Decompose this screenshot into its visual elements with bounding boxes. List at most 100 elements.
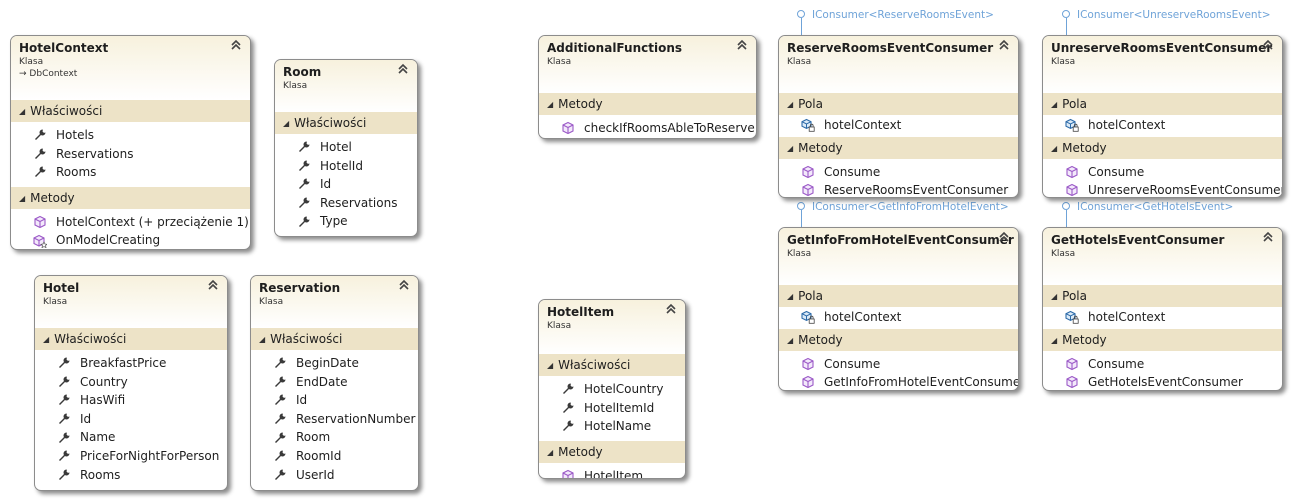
collapse-triangle-icon[interactable]: ◢ [547, 361, 554, 370]
member-item[interactable]: Consume [1043, 163, 1282, 182]
member-item[interactable]: hotelContext [1043, 116, 1282, 135]
collapse-triangle-icon[interactable]: ◢ [547, 447, 554, 457]
class-reserveroomseventconsumer[interactable]: ReserveRoomsEventConsumer Klasa ◢Pola ho… [778, 35, 1019, 198]
member-item[interactable]: HotelItemId [539, 399, 685, 418]
member-item[interactable]: ReservationNumber [251, 410, 418, 429]
member-item[interactable]: Reservations [275, 194, 417, 213]
chevron-up-double-icon[interactable] [998, 39, 1010, 51]
collapse-triangle-icon[interactable]: ◢ [43, 335, 50, 344]
section-properties[interactable]: ◢Właściwości [539, 354, 685, 376]
member-item[interactable]: HasWifi [35, 391, 227, 410]
class-additionalfunctions[interactable]: AdditionalFunctions Klasa ◢Metody checkI… [538, 35, 757, 139]
chevron-up-double-icon[interactable] [230, 39, 242, 51]
member-item[interactable]: Rooms [35, 466, 227, 485]
member-item[interactable]: OnModelCreating [11, 231, 250, 249]
section-fields[interactable]: ◢Pola [779, 93, 1018, 115]
member-item[interactable]: RoomId [251, 447, 418, 466]
collapse-triangle-icon[interactable]: ◢ [19, 193, 26, 203]
chevron-up-double-icon[interactable] [1262, 231, 1274, 243]
section-fields[interactable]: ◢Pola [1043, 285, 1282, 307]
member-item[interactable]: checkIfRoomsAbleToReserve [539, 119, 756, 138]
chevron-up-double-icon[interactable] [207, 279, 219, 291]
member-item[interactable]: BreakfastPrice [35, 354, 227, 373]
section-methods[interactable]: ◢Metody [779, 328, 1018, 351]
section-properties[interactable]: ◢Właściwości [275, 112, 417, 134]
section-methods[interactable]: ◢Metody [539, 93, 756, 115]
member-item[interactable]: Hotels [11, 126, 250, 145]
collapse-triangle-icon[interactable]: ◢ [787, 335, 794, 345]
chevron-up-double-icon[interactable] [398, 279, 410, 291]
member-item[interactable]: Id [275, 175, 417, 194]
section-methods[interactable]: ◢Metody [539, 440, 685, 463]
section-methods[interactable]: ◢Metody [11, 186, 250, 209]
member-item[interactable]: Country [35, 373, 227, 392]
collapse-triangle-icon[interactable]: ◢ [547, 100, 554, 109]
member-item[interactable]: hotelContext [779, 308, 1018, 327]
section-properties[interactable]: ◢Właściwości [35, 328, 227, 350]
member-item[interactable]: HotelItem [539, 467, 685, 478]
member-item[interactable]: Room [251, 428, 418, 447]
member-item[interactable]: EndDate [251, 373, 418, 392]
class-kind: Klasa [283, 81, 308, 91]
member-item[interactable]: Consume [779, 355, 1018, 374]
member-item[interactable]: HotelName [539, 417, 685, 436]
member-item[interactable]: Consume [1043, 355, 1282, 374]
class-hotelcontext[interactable]: HotelContext Klasa → DbContext ◢Właściwo… [10, 35, 251, 250]
section-fields[interactable]: ◢Pola [779, 285, 1018, 307]
class-kind: Klasa [43, 297, 68, 307]
section-methods[interactable]: ◢Metody [1043, 136, 1282, 159]
section-properties[interactable]: ◢Właściwości [251, 328, 418, 350]
member-item[interactable]: BeginDate [251, 354, 418, 373]
member-item[interactable]: PriceForNightForPerson [35, 447, 227, 466]
collapse-triangle-icon[interactable]: ◢ [787, 143, 794, 153]
collapse-triangle-icon[interactable]: ◢ [1051, 292, 1058, 301]
member-item[interactable]: UnreserveRoomsEventConsumer [1043, 181, 1282, 197]
member-item[interactable]: Reservations [11, 145, 250, 164]
class-gethotelseventconsumer[interactable]: GetHotelsEventConsumer Klasa ◢Pola hotel… [1042, 227, 1283, 391]
methods-list: HotelItem [539, 463, 685, 478]
chevron-up-double-icon[interactable] [998, 231, 1010, 243]
collapse-triangle-icon[interactable]: ◢ [1051, 335, 1058, 345]
section-methods[interactable]: ◢Metody [779, 136, 1018, 159]
member-item[interactable]: Rooms [11, 163, 250, 182]
class-unreserveroomseventconsumer[interactable]: UnreserveRoomsEventConsumer Klasa ◢Pola … [1042, 35, 1283, 198]
collapse-triangle-icon[interactable]: ◢ [787, 100, 794, 109]
member-item[interactable]: Consume [779, 163, 1018, 182]
class-reservation[interactable]: Reservation Klasa ◢Właściwości BeginDate… [250, 275, 419, 491]
class-getinfofromhoteleventconsumer[interactable]: GetInfoFromHotelEventConsumer Klasa ◢Pol… [778, 227, 1019, 391]
member-item[interactable]: HotelContext (+ przeciążenie 1) [11, 213, 250, 232]
member-item[interactable]: Id [251, 391, 418, 410]
section-fields[interactable]: ◢Pola [1043, 93, 1282, 115]
section-properties[interactable]: ◢Właściwości [11, 100, 250, 122]
member-item[interactable]: hotelContext [1043, 308, 1282, 327]
member-item[interactable]: hotelContext [779, 116, 1018, 135]
member-label: Consume [824, 164, 881, 179]
member-item[interactable]: Id [35, 410, 227, 429]
member-item[interactable]: HotelId [275, 157, 417, 176]
member-item[interactable]: ReserveRoomsEventConsumer [779, 181, 1018, 197]
collapse-triangle-icon[interactable]: ◢ [283, 119, 290, 128]
chevron-up-double-icon[interactable] [665, 303, 677, 315]
member-item[interactable]: HotelCountry [539, 380, 685, 399]
member-item[interactable]: Name [35, 428, 227, 447]
collapse-triangle-icon[interactable]: ◢ [1051, 100, 1058, 109]
member-item[interactable]: Hotel [275, 138, 417, 157]
collapse-triangle-icon[interactable]: ◢ [19, 107, 26, 116]
collapse-triangle-icon[interactable]: ◢ [259, 335, 266, 344]
chevron-up-double-icon[interactable] [397, 63, 409, 75]
collapse-triangle-icon[interactable]: ◢ [1051, 143, 1058, 153]
chevron-up-double-icon[interactable] [1262, 39, 1274, 51]
class-kind: Klasa [787, 57, 812, 67]
member-item[interactable]: GetHotelsEventConsumer [1043, 373, 1282, 390]
member-item[interactable]: Type [275, 212, 417, 231]
member-item[interactable]: GetInfoFromHotelEventConsumer [779, 373, 1018, 390]
collapse-triangle-icon[interactable]: ◢ [787, 292, 794, 301]
section-methods[interactable]: ◢Metody [1043, 328, 1282, 351]
member-label: Name [80, 430, 116, 445]
class-hotelitem[interactable]: HotelItem Klasa ◢Właściwości HotelCountr… [538, 299, 686, 479]
chevron-up-double-icon[interactable] [736, 39, 748, 51]
member-item[interactable]: UserId [251, 466, 418, 485]
